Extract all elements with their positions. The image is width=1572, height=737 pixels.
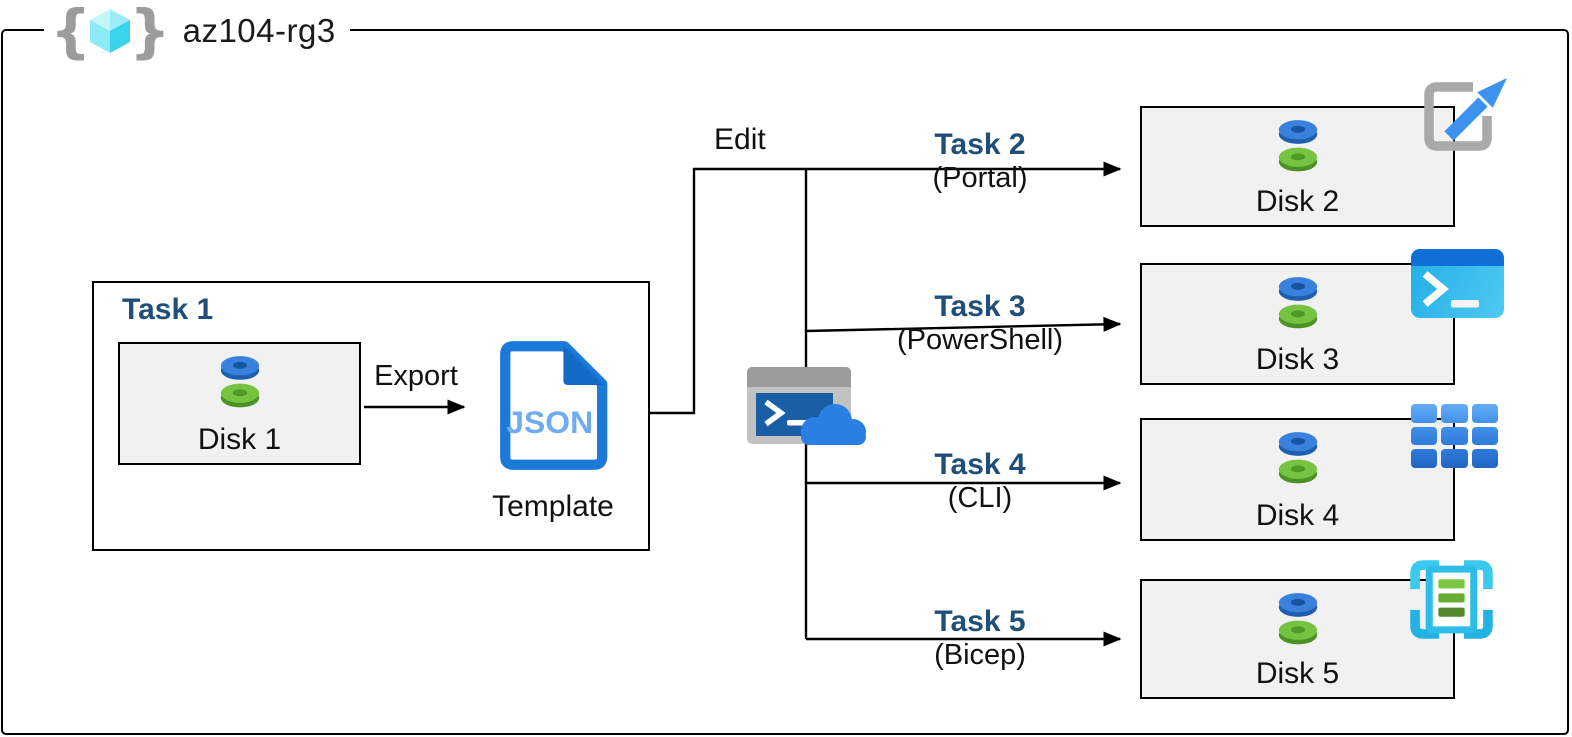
disk3-label: Disk 3	[1255, 343, 1340, 376]
disk2-label: Disk 2	[1255, 185, 1340, 218]
task4-title: Task 4	[934, 448, 1026, 481]
powershell-icon	[1411, 249, 1504, 318]
task3-label-group: Task 3 (PowerShell)	[830, 290, 1130, 357]
cloud-shell-icon	[747, 367, 866, 445]
disk4-box: Disk 4	[1140, 418, 1455, 541]
disk1-box: Disk 1	[118, 342, 361, 465]
task2-title: Task 2	[934, 128, 1026, 161]
managed-disk-icon	[1273, 275, 1323, 331]
cloud-icon	[801, 404, 866, 445]
task4-label-group: Task 4 (CLI)	[830, 448, 1130, 515]
powershell-titlebar	[1411, 249, 1504, 266]
json-template-icon: JSON	[500, 341, 608, 470]
disk4-label: Disk 4	[1255, 499, 1340, 532]
brace-left: {	[50, 0, 92, 65]
managed-disk-icon	[1273, 591, 1323, 647]
bicep-template-icon	[1410, 560, 1493, 639]
resource-group-header: { } az104-rg3	[44, 0, 350, 62]
resource-group-name: az104-rg3	[182, 12, 336, 49]
resource-group-border	[1, 29, 1569, 735]
managed-disk-icon	[215, 354, 265, 410]
cube-icon	[90, 9, 131, 53]
task4-method: (CLI)	[947, 482, 1013, 514]
azure-portal-icon	[1424, 78, 1507, 151]
edit-label: Edit	[714, 123, 766, 156]
azure-cli-icon	[1411, 404, 1498, 468]
disk5-label: Disk 5	[1255, 657, 1340, 690]
disk1-label: Disk 1	[197, 423, 282, 456]
task5-method: (Bicep)	[934, 639, 1026, 671]
task5-title: Task 5	[934, 605, 1026, 638]
resource-group-icon: { }	[50, 2, 171, 60]
task5-label-group: Task 5 (Bicep)	[830, 605, 1130, 672]
template-label: Template	[492, 490, 614, 523]
cloud-shell-titlebar	[747, 367, 851, 387]
disk5-box: Disk 5	[1140, 579, 1455, 699]
task3-method: (PowerShell)	[897, 324, 1063, 356]
task1-title: Task 1	[122, 293, 214, 326]
task2-method: (Portal)	[932, 162, 1028, 194]
brace-right: }	[129, 0, 171, 65]
disk2-box: Disk 2	[1140, 106, 1455, 227]
task3-title: Task 3	[934, 290, 1026, 323]
disk3-box: Disk 3	[1140, 263, 1455, 385]
managed-disk-icon	[1273, 430, 1323, 486]
task2-label-group: Task 2 (Portal)	[830, 128, 1130, 195]
export-label: Export	[374, 360, 458, 392]
json-text: JSON	[506, 404, 593, 440]
managed-disk-icon	[1273, 118, 1323, 174]
